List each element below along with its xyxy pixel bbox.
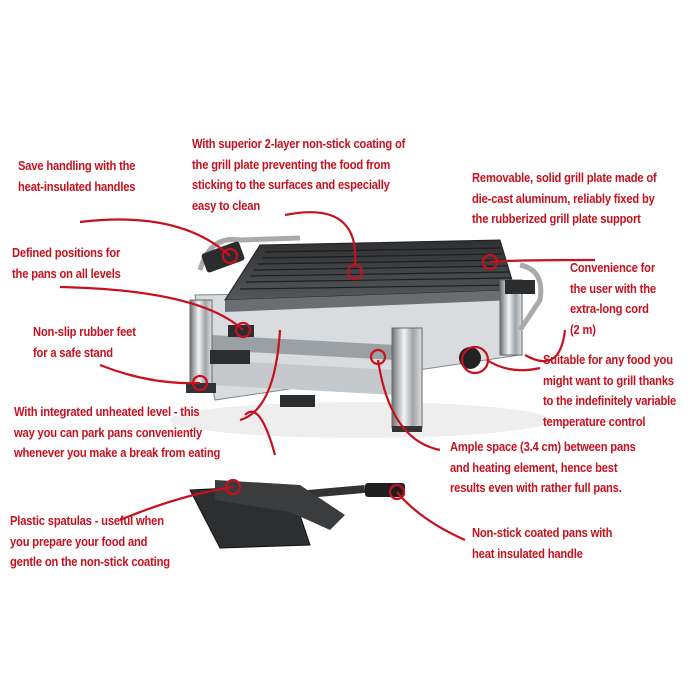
- callout-ample-space: Ample space (3.4 cm) between pans and he…: [450, 439, 636, 495]
- callout-removable-grill-plate: Removable, solid grill plate made of die…: [472, 170, 657, 226]
- callout-non-stick-pans: Non-stick coated pans with heat insulate…: [472, 525, 613, 561]
- callout-temperature-control: Suitable for any food you might want to …: [543, 352, 677, 429]
- callout-leaders: [59, 211, 596, 542]
- callout-pan-positions: Defined positions for the pans on all le…: [12, 245, 121, 281]
- callout-non-stick-coating: With superior 2-layer non-stick coating …: [192, 136, 406, 213]
- callout-heat-insulated-handles: Save handling with the heat-insulated ha…: [18, 158, 136, 194]
- callout-rubber-feet: Non-slip rubber feet for a safe stand: [33, 324, 136, 360]
- callout-unheated-level: With integrated unheated level - this wa…: [14, 404, 221, 460]
- callout-plastic-spatulas: Plastic spatulas - useful when you prepa…: [10, 513, 170, 569]
- pan-and-spatula: [189, 480, 405, 549]
- grill-body: [170, 235, 550, 438]
- callout-extra-long-cord: Convenience for the user with the extra-…: [570, 260, 656, 337]
